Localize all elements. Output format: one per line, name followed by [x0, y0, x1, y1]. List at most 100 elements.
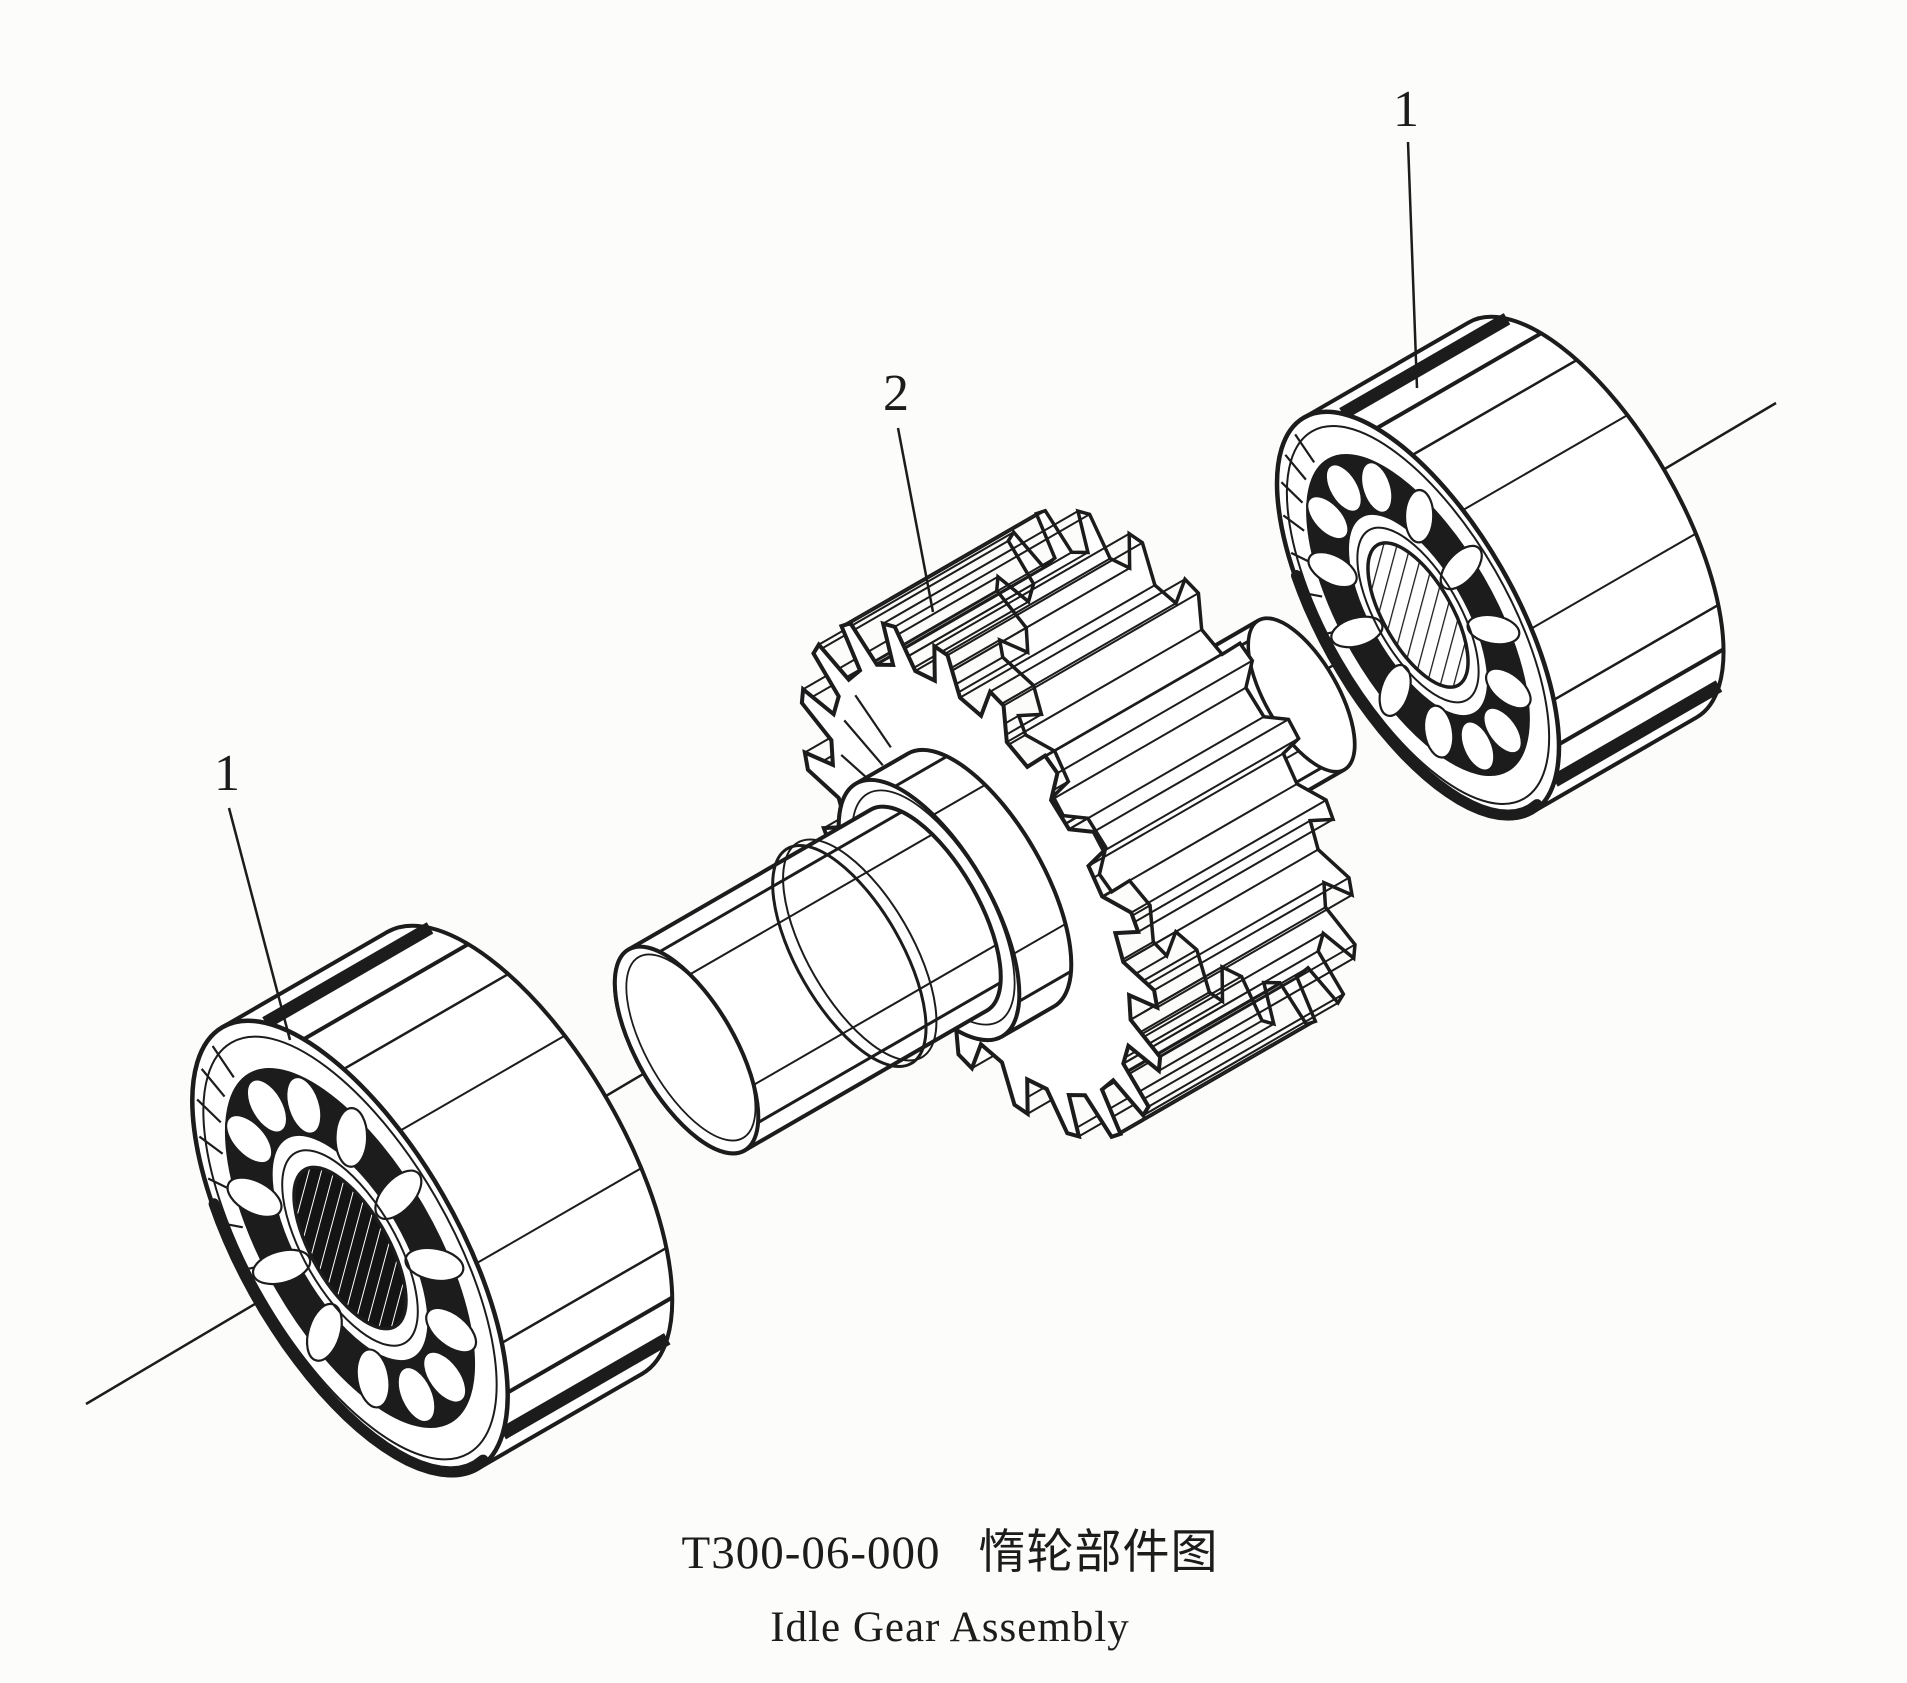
bearing-roller [226, 1176, 283, 1218]
figure-code: T300-06-000 [681, 1527, 940, 1579]
figure-title-cn: 惰轮部件图 [979, 1527, 1219, 1579]
gear-tooth-edge [848, 566, 1045, 681]
bearing-roller [1422, 704, 1455, 759]
bearing-face-hatch-tick [211, 1045, 235, 1078]
bearing-face-hatch-tick [207, 1177, 231, 1191]
leader-line-bearing-left [227, 807, 292, 1041]
bearing-outer-chamfer [202, 1035, 498, 1461]
idle-gear-with-shaft [612, 508, 1357, 1156]
gear-tooth-edge [980, 602, 1177, 717]
bearing-face-hatch-tick [1294, 433, 1316, 463]
figure-caption: T300-06-000 惰轮部件图 Idle Gear Assembly [681, 1527, 1218, 1651]
gear-tooth-edge [1148, 993, 1344, 1108]
gear-tooth-edge [1044, 642, 1241, 757]
shaft-left-contour-line [757, 981, 1002, 1124]
figure-title: T300-06-000 惰轮部件图 [681, 1527, 1218, 1579]
bearing-body-shading-line [1411, 358, 1578, 457]
bearing-roller [374, 1169, 423, 1221]
snap-ring-inner-edge [782, 838, 938, 1062]
gear-tooth-edge [1103, 737, 1300, 852]
bearing-face-hatch-tick [196, 1098, 222, 1124]
gear-tooth-edge [876, 551, 1073, 666]
bearing-outer-chamfer [1285, 425, 1551, 805]
callout-gear: 2 [883, 365, 909, 422]
gear-tooth-edge [1111, 1023, 1307, 1138]
idle-gear-assembly [612, 508, 1357, 1156]
shaft-right-stub-end-rim [1246, 616, 1357, 774]
gear-face-hatch-tick [843, 719, 884, 767]
bearing-roller [1330, 615, 1384, 649]
gear-tooth-edge [1153, 876, 1350, 992]
gear-tooth-edge [1120, 1020, 1316, 1135]
bearing-face-hatch-tick [198, 1135, 224, 1155]
bearing-body-shading-line [476, 1167, 642, 1265]
gear-tooth-edge [1101, 783, 1298, 898]
bearing-roller [245, 1078, 289, 1134]
callout-bearing-left: 1 [214, 745, 240, 802]
bearing-face-hatch-tick [1284, 454, 1307, 481]
callouts: 1 2 1 [214, 81, 1419, 1041]
bearing-body-shading-line [302, 942, 470, 1041]
gear-tooth-edge [1093, 718, 1289, 833]
gear-tooth-edge [914, 557, 1111, 672]
bearing-roller [251, 1248, 312, 1286]
bearing-right-assembly [1274, 313, 1726, 821]
callout-bearing-right: 1 [1393, 81, 1419, 138]
bearing-face-hatch-tick [200, 1068, 226, 1098]
bearing-bore [292, 1165, 408, 1331]
bearing-roller [422, 1350, 468, 1404]
gear-tooth-edge [1137, 818, 1334, 933]
bearing-left-assembly [190, 922, 675, 1478]
roller-bearing-left [190, 922, 675, 1478]
bearing-body-shading-line [501, 1246, 667, 1345]
bearing-roller [1324, 463, 1363, 513]
gear-tooth-edge [882, 510, 1079, 625]
bearing-rim-shading [208, 1198, 489, 1478]
bearing-bore [1366, 541, 1470, 689]
bearing-body-shading-line [1557, 647, 1725, 746]
gear-tooth-edge [1158, 957, 1355, 1072]
gear-tooth-edge [1127, 932, 1324, 1047]
gear-face-hatch-tick [854, 694, 892, 749]
gear-tooth-edge [840, 512, 1037, 628]
shaft-collar-contour-line [1018, 970, 1072, 1003]
shaft-left-contour-line [753, 944, 997, 1086]
bearing-body-shading-line [506, 1295, 674, 1395]
bearing-body-shading-line [499, 1333, 671, 1440]
roller-bearing-right [1274, 313, 1726, 821]
gear-tooth-edge [1068, 715, 1265, 831]
leader-line-gear [896, 427, 935, 613]
bearing-face-hatch-tick [1282, 514, 1305, 532]
gear-tooth-edge [1003, 592, 1199, 707]
gear-tooth-edge [1006, 628, 1203, 743]
bearing-roller [1307, 551, 1358, 589]
figure-title-en: Idle Gear Assembly [770, 1604, 1130, 1651]
bearing-roller [1439, 544, 1483, 591]
gear-tooth-edge [1050, 686, 1247, 802]
gear-tooth-edge [892, 551, 1089, 666]
shaft-left-contour-line [658, 810, 903, 954]
bearing-roller [1459, 720, 1496, 772]
gear-tooth-edge [934, 567, 1131, 682]
gear-tooth-edge [1156, 894, 1353, 1009]
bearing-roller [1482, 706, 1523, 755]
bearing-roller [334, 1107, 369, 1168]
bearing-roller [285, 1075, 323, 1135]
bearing-roller [355, 1348, 391, 1409]
bearing-roller [425, 1306, 478, 1354]
bearing-inner-ring-groove [1356, 526, 1480, 704]
bearing-face-hatch-tick [1280, 481, 1304, 504]
bearing-body-shading-line [1462, 414, 1628, 511]
gear-tooth-edge [894, 513, 1091, 628]
shaft-collar-contour-line [1013, 923, 1066, 955]
gear-tooth-edge [1101, 976, 1298, 1091]
gear-tooth-edge [1142, 1001, 1339, 1117]
bearing-body-shading-line [1375, 331, 1543, 431]
gear-tooth-edge [1087, 752, 1284, 867]
bearing-roller [225, 1114, 274, 1165]
bearing-body-shading-line [1553, 603, 1719, 701]
bearing-face-hatch-tick [1304, 592, 1323, 598]
gear-tooth-edge [959, 584, 1156, 699]
